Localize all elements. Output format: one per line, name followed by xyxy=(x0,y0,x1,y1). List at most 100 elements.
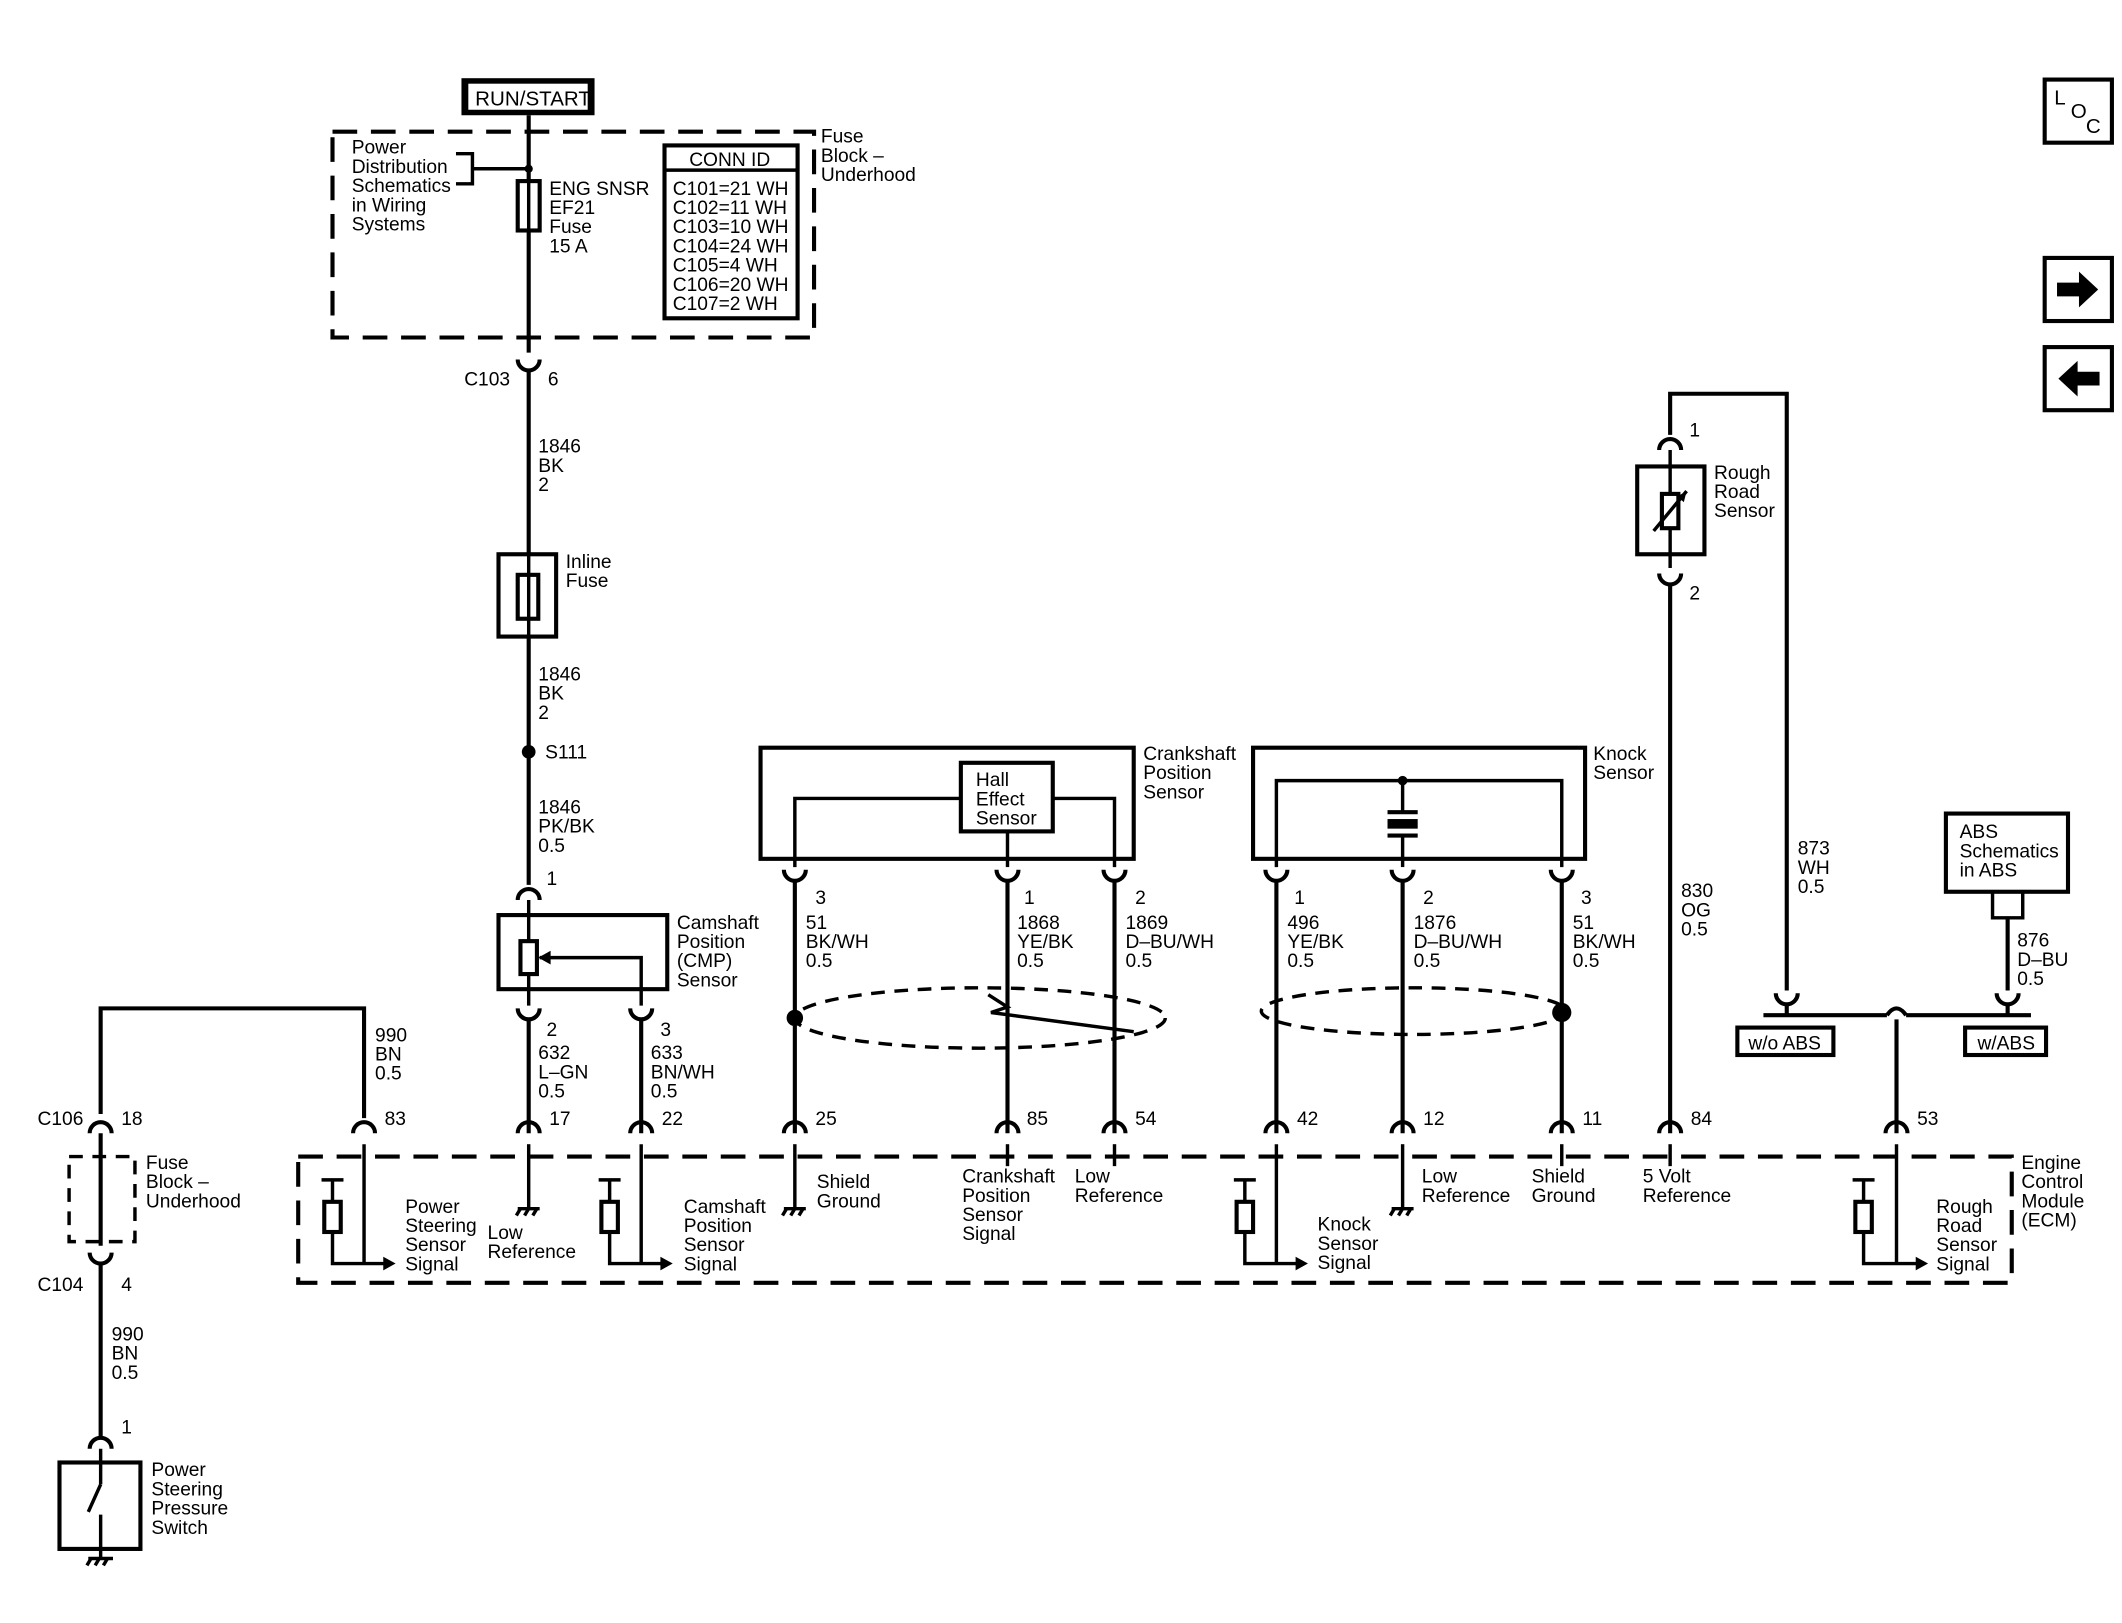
conn-id-table: CONN ID C101=21 WH C102=11 WH C103=10 WH… xyxy=(662,143,800,321)
eng-snsr-fuse: ENG SNSR EF21 Fuse 15 A xyxy=(515,179,650,257)
svg-text:3: 3 xyxy=(660,1020,671,1041)
loc-button[interactable]: L O C xyxy=(2042,77,2114,145)
next-page-button[interactable] xyxy=(2042,255,2114,324)
ecm-ps-signal-label: Power Steering Sensor Signal xyxy=(405,1197,482,1276)
wire-632-label: 632 L–GN 0.5 xyxy=(538,1043,593,1102)
ecm-low-ref-3 xyxy=(1388,1144,1414,1217)
fuse-block-underhood-2 xyxy=(67,1154,137,1244)
rough-road-sensor: 1 2 Rough Road Sensor xyxy=(1635,391,1789,991)
knock-sensor: Knock Sensor 1 2 3 xyxy=(1251,744,1655,909)
svg-text:1: 1 xyxy=(547,869,558,890)
wire-51-crank-label: 51 BK/WH 0.5 xyxy=(806,913,874,972)
svg-text:83: 83 xyxy=(385,1109,406,1130)
svg-text:Camshaft Position: Camshaft Position (CMP) Sensor xyxy=(677,913,764,992)
crankshaft-position-sensor: Hall Effect Sensor Crankshaft Position S… xyxy=(758,744,1241,909)
ground-icon xyxy=(781,1206,806,1217)
ecm-pin-numbers: 83 17 22 25 85 54 42 12 11 84 53 xyxy=(385,1109,1939,1130)
c106-label: C106 xyxy=(38,1109,84,1130)
abs-schematics-reference: ABS Schematics in ABS xyxy=(1943,811,2071,920)
svg-text:42: 42 xyxy=(1297,1109,1318,1130)
loc-icon: L O C xyxy=(2054,86,2101,138)
ecm-knock-signal-label: Knock Sensor Signal xyxy=(1318,1215,1384,1274)
c103-label: C103 xyxy=(464,370,510,391)
svg-text:85: 85 xyxy=(1027,1109,1048,1130)
wire-876-label: 876 D–BU 0.5 xyxy=(2017,931,2074,990)
svg-text:22: 22 xyxy=(662,1109,683,1130)
svg-text:Hall Effect Sensor: Hall Effect Sensor xyxy=(976,770,1037,829)
ecm-cam-signal-label: Camshaft Position Sensor Signal xyxy=(684,1197,771,1276)
ecm-5v-ref-label: 5 Volt Reference xyxy=(1643,1167,1732,1207)
wire-1846-label-b: 1846 BK 2 xyxy=(538,664,586,723)
svg-text:1: 1 xyxy=(1294,888,1305,909)
wire-51-knock-label: 51 BK/WH 0.5 xyxy=(1573,913,1641,972)
svg-text:1: 1 xyxy=(1024,888,1035,909)
wire-873-label: 873 WH 0.5 xyxy=(1798,839,1835,898)
svg-text:Rough Road Sensor: Rough Road Sensor xyxy=(1714,463,1776,522)
previous-page-button[interactable] xyxy=(2042,345,2114,413)
camshaft-position-sensor: 1 Camshaft Position (CMP) Sensor 2 3 xyxy=(496,869,764,1041)
ground-icon xyxy=(514,1206,540,1217)
crank-shield-dot xyxy=(786,1009,804,1027)
ground-icon xyxy=(85,1556,113,1567)
wire-1846-label-a: 1846 BK 2 xyxy=(538,437,586,496)
fuse-block-underhood-frame xyxy=(330,129,817,340)
svg-text:C101=21 WH C102=11 WH: C101=21 WH C102=11 WH C103=10 WH C104=24… xyxy=(673,179,794,315)
run-start-label: RUN/START xyxy=(475,88,591,111)
crank-shield-ellipse xyxy=(793,986,1167,1050)
svg-text:Power Steering Pre: Power Steering Pressure Switch xyxy=(151,1460,233,1539)
w-abs-tag: w/ABS xyxy=(1963,1025,2049,1058)
wire-990-top-label: 990 BN 0.5 xyxy=(375,1025,412,1084)
inline-fuse: Inline Fuse xyxy=(496,552,617,639)
svg-text:84: 84 xyxy=(1691,1109,1713,1130)
conn-id-title: CONN ID xyxy=(689,150,770,171)
ecm-low-ref-3-label: Low Reference xyxy=(1422,1167,1511,1207)
svg-text:1: 1 xyxy=(121,1418,132,1439)
fuse-block-title: Fuse Block – Underhood xyxy=(821,127,916,186)
svg-text:2: 2 xyxy=(1135,888,1146,909)
fuse-block-2-label: Fuse Block – Underhood xyxy=(146,1153,241,1212)
loc-letter-o: O xyxy=(2071,100,2087,123)
wire-1868-label: 1868 YE/BK 0.5 xyxy=(1017,913,1079,972)
svg-text:w/o ABS: w/o ABS xyxy=(1747,1034,1821,1055)
splice-s111 xyxy=(521,744,536,759)
svg-text:3: 3 xyxy=(1581,888,1592,909)
ecm-crank-signal-label: Crankshaft Position Sensor Signal xyxy=(962,1167,1060,1246)
ecm-shield-ground-2-label: Shield Ground xyxy=(1532,1167,1596,1207)
svg-text:11: 11 xyxy=(1582,1109,1602,1130)
svg-text:ABS Schematics in: ABS Schematics in ABS xyxy=(1960,822,2065,881)
ecm-low-ref-1-label: Low Reference xyxy=(488,1223,577,1263)
knock-shield-dot xyxy=(1552,1002,1572,1023)
ground-icon xyxy=(1388,1206,1414,1217)
c106-pin: 18 xyxy=(121,1109,142,1130)
c104-label: C104 xyxy=(38,1275,84,1296)
svg-text:Knock Sensor: Knock Sensor xyxy=(1593,744,1654,784)
power-distribution-reference: Power Distribution Schematics in Wiring … xyxy=(352,138,533,235)
ecm-rough-signal-label: Rough Road Sensor Signal xyxy=(1936,1197,2002,1276)
svg-text:53: 53 xyxy=(1917,1109,1938,1130)
ecm-cam-input xyxy=(598,1144,673,1271)
wo-abs-tag: w/o ABS xyxy=(1735,1025,1836,1058)
ecm-rough-road-input xyxy=(1852,1144,1929,1271)
arrow-right-icon xyxy=(2057,271,2099,308)
ecm-title: Engine Control Module (ECM) xyxy=(2021,1153,2089,1232)
wire-1876-label: 1876 D–BU/WH 0.5 xyxy=(1414,913,1508,972)
svg-text:w/ABS: w/ABS xyxy=(1976,1034,2035,1055)
power-steering-pressure-switch: 1 Power Steering Pressure Switch xyxy=(57,1418,233,1567)
loc-letter-l: L xyxy=(2054,86,2065,109)
svg-text:Inline Fuse: Inline Fuse xyxy=(566,552,617,592)
svg-text:3: 3 xyxy=(815,888,826,909)
wire-496-label: 496 YE/BK 0.5 xyxy=(1287,913,1349,972)
ecm-low-ref-2-label: Low Reference xyxy=(1075,1167,1164,1207)
c104-pin: 4 xyxy=(121,1275,132,1296)
svg-text:17: 17 xyxy=(549,1109,570,1130)
wire-830-label: 830 OG 0.5 xyxy=(1681,881,1718,940)
arrow-left-icon xyxy=(2058,360,2100,397)
ecm-frame xyxy=(296,1154,2014,1285)
svg-text:54: 54 xyxy=(1135,1109,1157,1130)
svg-text:Crankshaft Position: Crankshaft Position Sensor xyxy=(1143,744,1241,803)
ecm-pin-connectors xyxy=(351,1120,1910,1134)
svg-text:25: 25 xyxy=(815,1109,836,1130)
knock-shield-ellipse xyxy=(1259,986,1568,1037)
loc-letter-c: C xyxy=(2086,115,2101,138)
